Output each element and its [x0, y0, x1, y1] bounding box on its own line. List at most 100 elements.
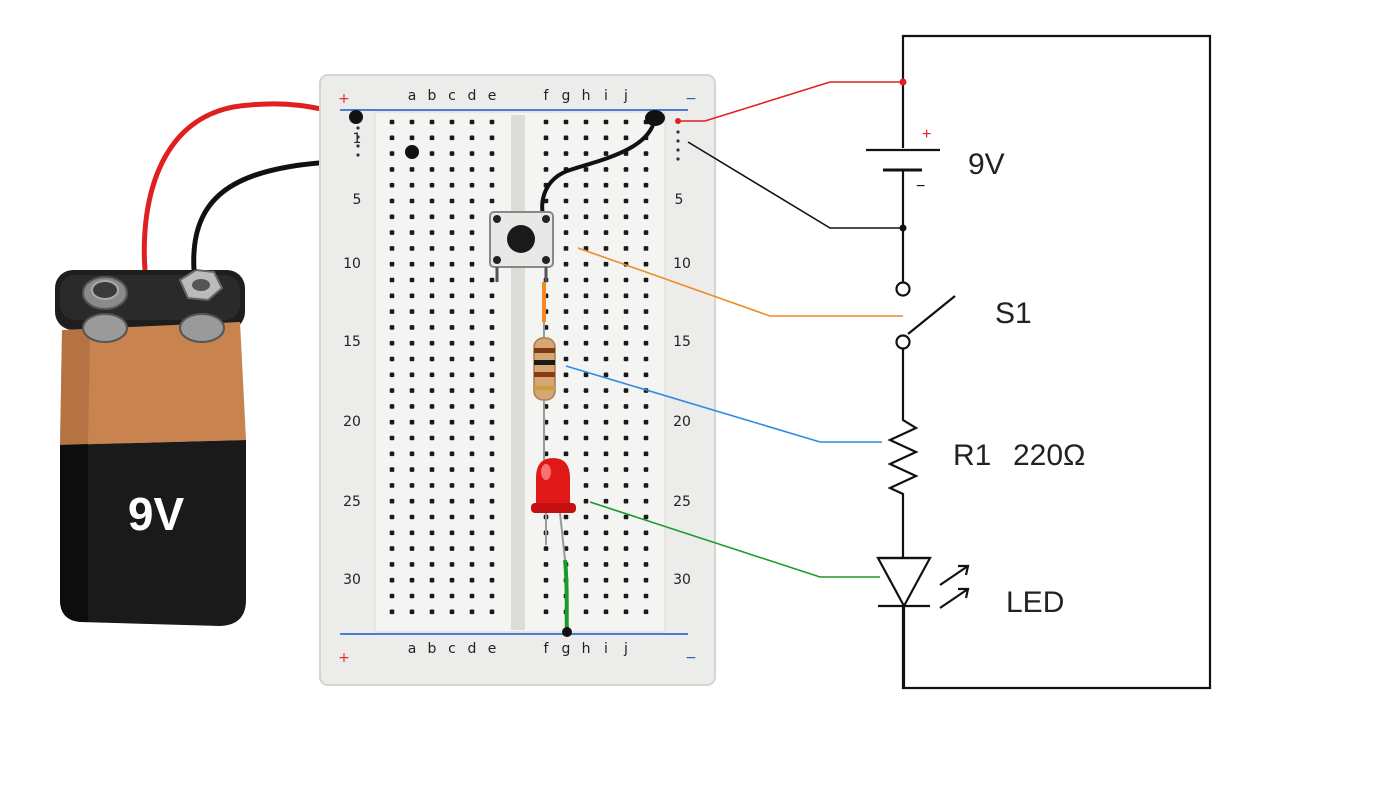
- breadboard-hole: [389, 293, 395, 299]
- breadboard-hole: [623, 514, 629, 520]
- breadboard-hole: [603, 435, 609, 441]
- breadboard-hole: [469, 419, 475, 425]
- breadboard-hole: [603, 135, 609, 141]
- battery-body: [60, 440, 246, 626]
- schematic-battery-symbol: [866, 148, 940, 228]
- breadboard-hole: [469, 451, 475, 457]
- breadboard-hole: [389, 309, 395, 314]
- schematic-resistor-symbol: [887, 412, 919, 558]
- breadboard-hole: [643, 309, 649, 314]
- breadboard-hole: [429, 609, 435, 615]
- breadboard-hole: [469, 609, 475, 615]
- breadboard-hole: [563, 530, 569, 536]
- breadboard-hole: [489, 451, 495, 457]
- breadboard-hole: [489, 151, 495, 156]
- breadboard-hole: [469, 230, 475, 235]
- breadboard-hole: [623, 230, 629, 235]
- col-label-j: j: [623, 641, 628, 657]
- breadboard-hole: [583, 135, 589, 141]
- breadboard-hole: [583, 198, 589, 204]
- breadboard-hole: [469, 562, 475, 567]
- breadboard-hole: [469, 119, 475, 125]
- col-label-f: f: [544, 88, 550, 104]
- breadboard-hole: [429, 340, 435, 346]
- top-plus-sign: +: [338, 91, 350, 107]
- breadboard-hole: [469, 514, 475, 520]
- breadboard-hole: [449, 277, 455, 283]
- breadboard-hole: [449, 246, 455, 251]
- breadboard-hole: [623, 167, 629, 172]
- breadboard-hole: [643, 340, 649, 346]
- breadboard-hole: [429, 372, 435, 378]
- bottom-minus-sign: −: [685, 650, 697, 666]
- breadboard-hole: [563, 246, 569, 251]
- breadboard-hole: [469, 261, 475, 267]
- breadboard-hole: [583, 372, 589, 378]
- breadboard-hole: [543, 593, 549, 599]
- breadboard-hole: [643, 230, 649, 235]
- breadboard-hole: [449, 293, 455, 299]
- breadboard-hole: [623, 530, 629, 536]
- breadboard-hole: [623, 593, 629, 599]
- breadboard-hole: [429, 593, 435, 599]
- breadboard-hole: [489, 435, 495, 441]
- breadboard-hole: [603, 419, 609, 425]
- breadboard-hole: [449, 340, 455, 346]
- col-label-e: e: [488, 88, 497, 104]
- breadboard: + − + − a b c d e f g h i j a b c d e f …: [319, 74, 716, 686]
- breadboard-hole: [489, 293, 495, 299]
- breadboard-hole: [429, 198, 435, 204]
- breadboard-hole: [449, 498, 455, 504]
- switch-terminal-top: [895, 281, 911, 297]
- leader-line-green: [589, 501, 880, 578]
- green-jumper-plug: [562, 627, 572, 637]
- breadboard-hole: [449, 419, 455, 425]
- breadboard-hole: [469, 483, 475, 488]
- breadboard-hole: [429, 530, 435, 536]
- breadboard-hole: [623, 119, 629, 125]
- breadboard-hole: [469, 182, 475, 188]
- breadboard-hole: [409, 325, 415, 330]
- row-markers-right: 5 10 15 20 25 30: [673, 192, 691, 588]
- breadboard-hole: [409, 135, 415, 141]
- breadboard-hole: [489, 404, 495, 409]
- breadboard-hole: [643, 356, 649, 362]
- battery-9v: 9V: [55, 268, 246, 626]
- breadboard-hole: [603, 309, 609, 314]
- breadboard-hole: [389, 214, 395, 220]
- breadboard-hole: [583, 593, 589, 599]
- breadboard-hole: [489, 467, 495, 472]
- top-minus-sign: −: [685, 91, 697, 107]
- breadboard-hole: [583, 498, 589, 504]
- breadboard-hole: [583, 261, 589, 267]
- breadboard-hole: [489, 546, 495, 551]
- breadboard-hole: [389, 340, 395, 346]
- breadboard-hole: [603, 293, 609, 299]
- breadboard-hole: [489, 182, 495, 188]
- breadboard-hole: [543, 167, 549, 172]
- breadboard-hole: [409, 562, 415, 567]
- breadboard-hole: [583, 119, 589, 125]
- leader-line-red: [678, 81, 903, 122]
- battery-label: 9V: [128, 488, 185, 540]
- breadboard-hole: [643, 609, 649, 615]
- breadboard-hole: [583, 246, 589, 251]
- breadboard-hole: [583, 309, 589, 314]
- breadboard-hole: [583, 182, 589, 188]
- breadboard-hole: [429, 498, 435, 504]
- breadboard-hole: [543, 546, 549, 551]
- breadboard-hole: [469, 577, 475, 583]
- row-markers-left: 1 5 10 15 20 25 30: [343, 131, 361, 588]
- breadboard-hole: [563, 309, 569, 314]
- breadboard-hole: [583, 419, 589, 425]
- breadboard-hole: [449, 388, 455, 393]
- breadboard-hole: [623, 435, 629, 441]
- breadboard-hole: [409, 467, 415, 472]
- breadboard-hole: [409, 230, 415, 235]
- breadboard-hole: [623, 467, 629, 472]
- leader-line-black: [687, 141, 903, 229]
- breadboard-hole: [449, 514, 455, 520]
- breadboard-hole: [429, 546, 435, 551]
- breadboard-hole: [409, 577, 415, 583]
- breadboard-hole: [489, 372, 495, 378]
